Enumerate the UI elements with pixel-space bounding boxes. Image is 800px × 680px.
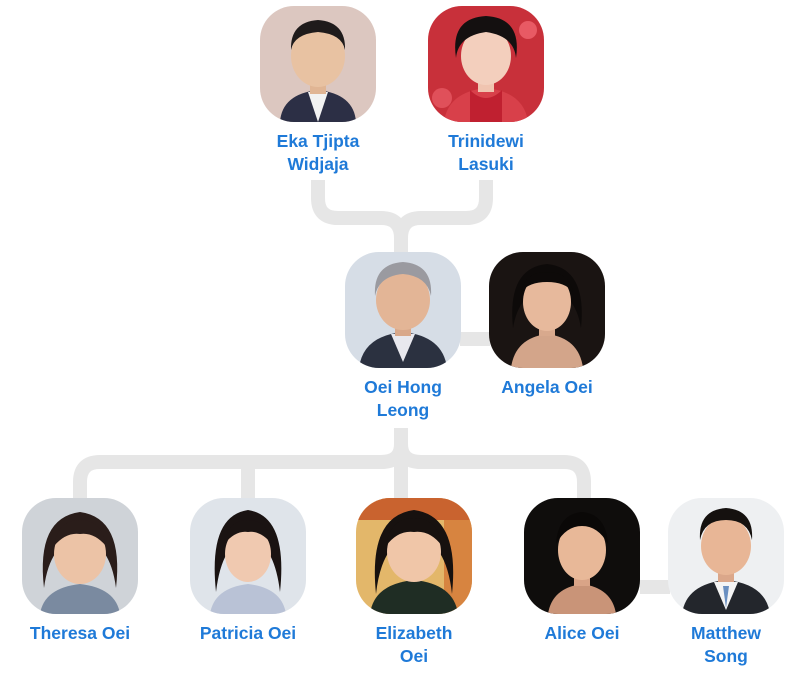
name-line-2: Song	[704, 646, 748, 666]
person-alice-oei[interactable]: Alice Oei	[512, 498, 652, 645]
person-portrait-icon	[190, 498, 306, 614]
person-elizabeth-oei[interactable]: Elizabeth Oei	[344, 498, 484, 668]
person-name: Theresa Oei	[10, 622, 150, 645]
person-eka-tjipta-widjaja[interactable]: Eka Tjipta Widjaja	[248, 6, 388, 176]
connector-grandparents-right	[394, 180, 493, 239]
connector-branch-right	[394, 443, 591, 500]
person-portrait-icon	[668, 498, 784, 614]
portrait-photo	[489, 252, 605, 368]
person-matthew-song[interactable]: Matthew Song	[656, 498, 796, 668]
name-line-2: Widjaja	[287, 154, 349, 174]
person-name: Angela Oei	[477, 376, 617, 399]
portrait-photo	[524, 498, 640, 614]
portrait-photo	[428, 6, 544, 122]
person-portrait-icon	[428, 6, 544, 122]
portrait-photo	[22, 498, 138, 614]
person-name: Patricia Oei	[178, 622, 318, 645]
name-line-2: Lasuki	[458, 154, 514, 174]
person-portrait-icon	[524, 498, 640, 614]
person-theresa-oei[interactable]: Theresa Oei	[10, 498, 150, 645]
person-name: Matthew Song	[656, 622, 796, 668]
name-line-1: Oei Hong	[364, 377, 442, 397]
portrait-photo	[190, 498, 306, 614]
person-portrait-icon	[356, 498, 472, 614]
name-line-1: Patricia Oei	[199, 623, 297, 643]
name-line-1: Trinidewi	[448, 131, 524, 151]
person-name: Oei Hong Leong	[333, 376, 473, 422]
person-name: Alice Oei	[512, 622, 652, 645]
person-patricia-oei[interactable]: Patricia Oei	[178, 498, 318, 645]
person-portrait-icon	[22, 498, 138, 614]
name-line-1: Matthew	[691, 623, 761, 643]
person-name: Elizabeth Oei	[344, 622, 484, 668]
person-portrait-icon	[345, 252, 461, 368]
person-trinidewi-lasuki[interactable]: Trinidewi Lasuki	[416, 6, 556, 176]
name-line-1: Angela Oei	[501, 377, 593, 397]
portrait-photo	[668, 498, 784, 614]
portrait-photo	[345, 252, 461, 368]
connector-parent-stem	[73, 428, 408, 500]
portrait-photo	[260, 6, 376, 122]
name-line-2: Leong	[376, 400, 430, 420]
portrait-photo	[356, 498, 472, 614]
connector-grandparents-to-child	[311, 180, 408, 258]
name-line-1: Theresa Oei	[29, 623, 131, 643]
person-oei-hong-leong[interactable]: Oei Hong Leong	[333, 252, 473, 422]
person-angela-oei[interactable]: Angela Oei	[477, 252, 617, 399]
person-portrait-icon	[489, 252, 605, 368]
name-line-1: Eka Tjipta	[276, 131, 360, 151]
person-name: Eka Tjipta Widjaja	[248, 130, 388, 176]
name-line-1: Elizabeth	[375, 623, 453, 643]
name-line-1: Alice Oei	[544, 623, 620, 643]
name-line-2: Oei	[399, 646, 429, 666]
person-portrait-icon	[260, 6, 376, 122]
person-name: Trinidewi Lasuki	[416, 130, 556, 176]
